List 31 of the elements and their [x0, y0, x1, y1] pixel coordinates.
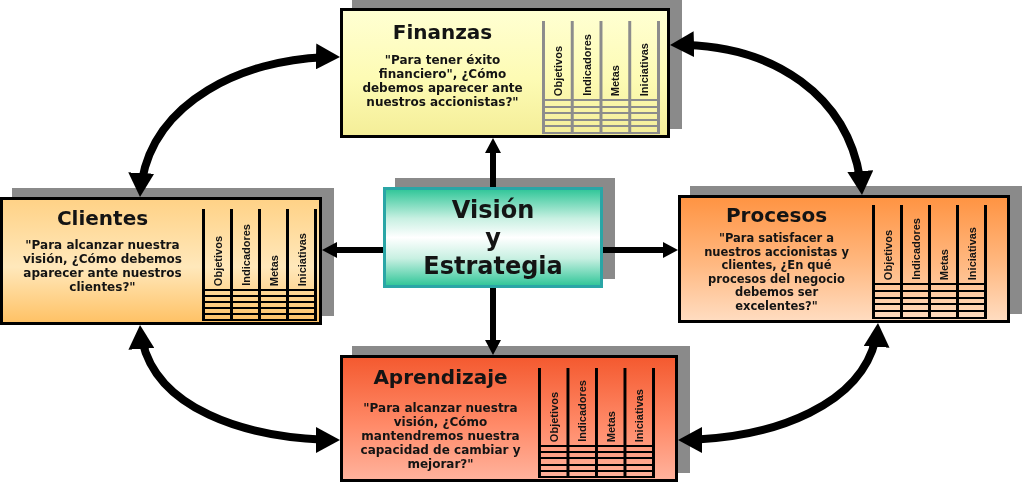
column-header: Iniciativas [295, 232, 308, 286]
column-header: Metas [609, 64, 622, 96]
column-header: Metas [604, 410, 617, 442]
column-header: Indicadores [239, 224, 252, 286]
arrow [485, 288, 501, 355]
card-title: Procesos [725, 203, 828, 227]
column-header: Iniciativas [965, 226, 978, 280]
column-header: Objetivos [881, 229, 894, 280]
question-text: "Para alcanzar nuestra visión, ¿Cómo debemos aparecer ante nuestros clientes?" [22, 238, 183, 294]
column-header: Metas [937, 248, 950, 280]
curved-double-arrow [131, 45, 341, 198]
column-header: Objetivos [547, 391, 560, 442]
question-text: "Para tener éxito financiero", ¿Cómo debemos aparecer ante nuestros accionistas?" [361, 53, 524, 109]
column-header: Objetivos [551, 45, 564, 96]
strategy-text: Visión y Estrategia [423, 195, 563, 280]
column-header: Iniciativas [633, 388, 646, 442]
card-title: Aprendizaje [373, 365, 508, 389]
column-header: Objetivos [211, 235, 224, 286]
arrow [485, 138, 501, 187]
column-header: Iniciativas [638, 42, 651, 96]
arrow [322, 242, 383, 258]
card-title: Clientes [56, 206, 149, 230]
arrow [603, 242, 678, 258]
column-header: Metas [267, 254, 280, 286]
curved-double-arrow [669, 33, 871, 196]
card-title: Finanzas [392, 20, 493, 44]
column-header: Indicadores [576, 380, 589, 442]
column-header: Indicadores [580, 34, 593, 96]
column-header: Indicadores [909, 218, 922, 280]
question-text: "Para alcanzar nuestra visión, ¿Cómo mantendremos nuestra capacidad de cambiar y mejorar?" [359, 401, 522, 471]
question-text: "Para satisfacer a nuestros accionistas y clientes, ¿En qué procesos del negocio debemos ser excelentes?" [703, 232, 850, 313]
